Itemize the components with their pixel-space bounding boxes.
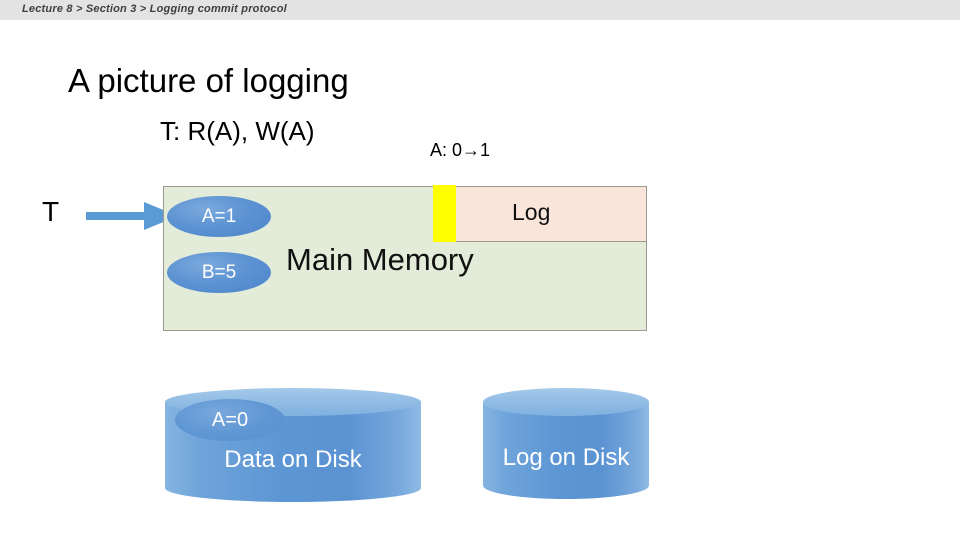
transaction-subtitle: T: R(A), W(A)	[160, 116, 315, 146]
breadcrumb: Lecture 8 > Section 3 > Logging commit p…	[22, 3, 287, 15]
cylinder-body	[483, 402, 649, 499]
log-disk-label: Log on Disk	[502, 444, 630, 471]
data-disk-value-a: A=0	[175, 399, 285, 441]
page-title: A picture of logging	[68, 62, 349, 99]
value-change-note: A: 0→1	[430, 140, 491, 160]
log-box	[433, 186, 647, 242]
main-memory-label: Main Memory	[286, 242, 474, 277]
log-highlight-block	[433, 185, 456, 242]
memory-value-a: A=1	[167, 196, 271, 237]
log-disk-cylinder: Log on Disk	[483, 388, 649, 501]
breadcrumb-bar: Lecture 8 > Section 3 > Logging commit p…	[0, 0, 960, 20]
memory-value-b: B=5	[167, 252, 271, 293]
transaction-label: T	[42, 196, 60, 227]
log-label: Log	[512, 199, 551, 225]
data-disk-label: Data on Disk	[224, 446, 362, 473]
right-arrow-icon	[86, 202, 178, 230]
cylinder-top	[483, 388, 649, 416]
